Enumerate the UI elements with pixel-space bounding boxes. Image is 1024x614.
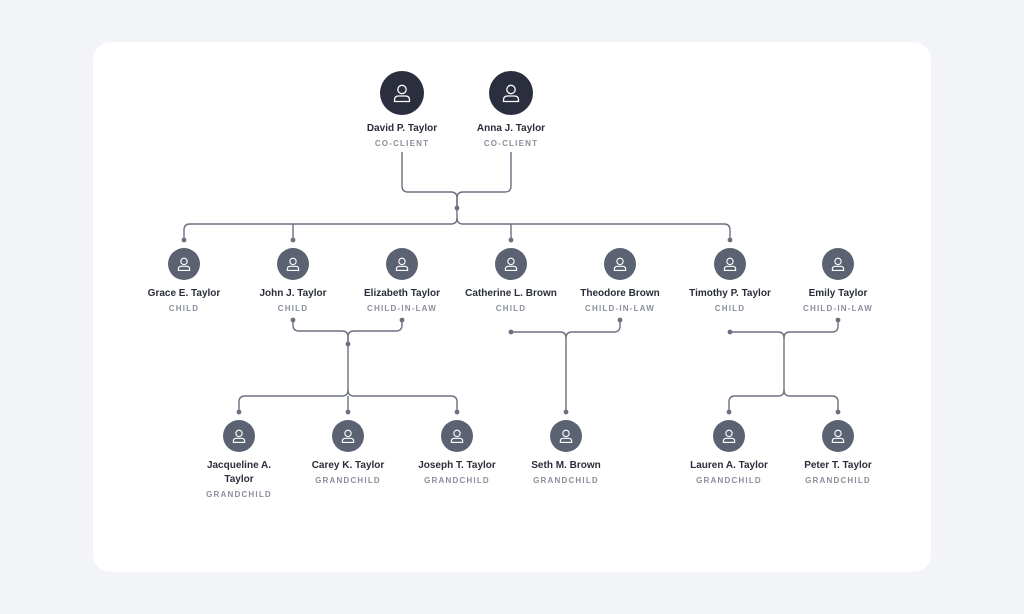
person-role: CHILD-IN-LAW	[367, 304, 437, 313]
person-carey[interactable]: Carey K. Taylor GRANDCHILD	[283, 420, 413, 487]
person-role: GRANDCHILD	[315, 476, 381, 485]
person-name: Catherine L. Brown	[465, 288, 557, 299]
person-name: Lauren A. Taylor	[690, 460, 768, 471]
person-role: CHILD	[495, 304, 527, 313]
person-role: CHILD-IN-LAW	[803, 304, 873, 313]
person-role: CHILD-IN-LAW	[585, 304, 655, 313]
person-jacqueline[interactable]: Jacqueline A. Taylor GRANDCHILD	[174, 420, 304, 501]
connector-john-elizabeth	[292, 320, 349, 344]
person-icon	[177, 257, 191, 271]
connector-timothy-emily	[728, 331, 785, 412]
person-icon	[723, 257, 737, 271]
person-elizabeth[interactable]: Elizabeth Taylor CHILD-IN-LAW	[337, 248, 467, 315]
person-avatar	[277, 248, 309, 280]
person-avatar	[380, 71, 424, 115]
person-avatar	[604, 248, 636, 280]
person-anna[interactable]: Anna J. Taylor CO-CLIENT	[446, 71, 576, 150]
person-avatar	[386, 248, 418, 280]
person-name: Anna J. Taylor	[476, 123, 546, 134]
person-avatar	[713, 420, 745, 452]
person-icon	[831, 257, 845, 271]
person-icon	[395, 257, 409, 271]
person-timothy[interactable]: Timothy P. Taylor CHILD	[665, 248, 795, 315]
person-icon	[559, 429, 573, 443]
person-role: CHILD	[168, 304, 200, 313]
person-icon	[504, 257, 518, 271]
connector-children-rail	[183, 208, 458, 240]
person-avatar	[332, 420, 364, 452]
person-name: Peter T. Taylor	[804, 460, 872, 471]
person-icon	[502, 84, 520, 103]
person-role: GRANDCHILD	[696, 476, 762, 485]
person-name: John J. Taylor	[259, 288, 327, 299]
connector-parents	[401, 152, 458, 208]
person-grace[interactable]: Grace E. Taylor CHILD	[119, 248, 249, 315]
connector-catherine-theodore	[511, 331, 567, 412]
person-avatar	[489, 71, 533, 115]
person-name: Carey K. Taylor	[311, 460, 385, 471]
person-lauren[interactable]: Lauren A. Taylor GRANDCHILD	[664, 420, 794, 487]
person-icon	[286, 257, 300, 271]
person-seth[interactable]: Seth M. Brown GRANDCHILD	[501, 420, 631, 487]
person-icon	[613, 257, 627, 271]
person-david[interactable]: David P. Taylor CO-CLIENT	[337, 71, 467, 150]
person-name: Timothy P. Taylor	[689, 288, 771, 299]
person-john[interactable]: John J. Taylor CHILD	[228, 248, 358, 315]
person-role: GRANDCHILD	[206, 490, 272, 499]
person-icon	[450, 429, 464, 443]
person-peter[interactable]: Peter T. Taylor GRANDCHILD	[773, 420, 903, 487]
person-role: CHILD	[714, 304, 746, 313]
person-name: Seth M. Brown	[531, 460, 601, 471]
person-role: GRANDCHILD	[424, 476, 490, 485]
person-avatar	[168, 248, 200, 280]
person-icon	[831, 429, 845, 443]
person-avatar	[822, 420, 854, 452]
person-avatar	[714, 248, 746, 280]
person-avatar	[441, 420, 473, 452]
person-avatar	[223, 420, 255, 452]
person-name: Emily Taylor	[808, 288, 868, 299]
person-name: Grace E. Taylor	[147, 288, 221, 299]
person-role: CO-CLIENT	[483, 139, 539, 148]
person-name: Elizabeth Taylor	[364, 288, 440, 299]
person-role: GRANDCHILD	[805, 476, 871, 485]
person-emily[interactable]: Emily Taylor CHILD-IN-LAW	[773, 248, 903, 315]
person-name: Jacqueline A. Taylor	[206, 460, 272, 485]
person-icon	[232, 429, 246, 443]
person-theodore[interactable]: Theodore Brown CHILD-IN-LAW	[555, 248, 685, 315]
person-icon	[341, 429, 355, 443]
person-joseph[interactable]: Joseph T. Taylor GRANDCHILD	[392, 420, 522, 487]
person-avatar	[822, 248, 854, 280]
person-name: David P. Taylor	[366, 123, 438, 134]
person-avatar	[550, 420, 582, 452]
person-avatar	[495, 248, 527, 280]
person-catherine[interactable]: Catherine L. Brown CHILD	[446, 248, 576, 315]
person-name: Theodore Brown	[580, 288, 660, 299]
person-role: GRANDCHILD	[533, 476, 599, 485]
person-icon	[722, 429, 736, 443]
family-tree-card	[93, 42, 931, 572]
person-role: CHILD	[277, 304, 309, 313]
person-role: CO-CLIENT	[374, 139, 430, 148]
person-name: Joseph T. Taylor	[418, 460, 496, 471]
person-icon	[393, 84, 411, 103]
